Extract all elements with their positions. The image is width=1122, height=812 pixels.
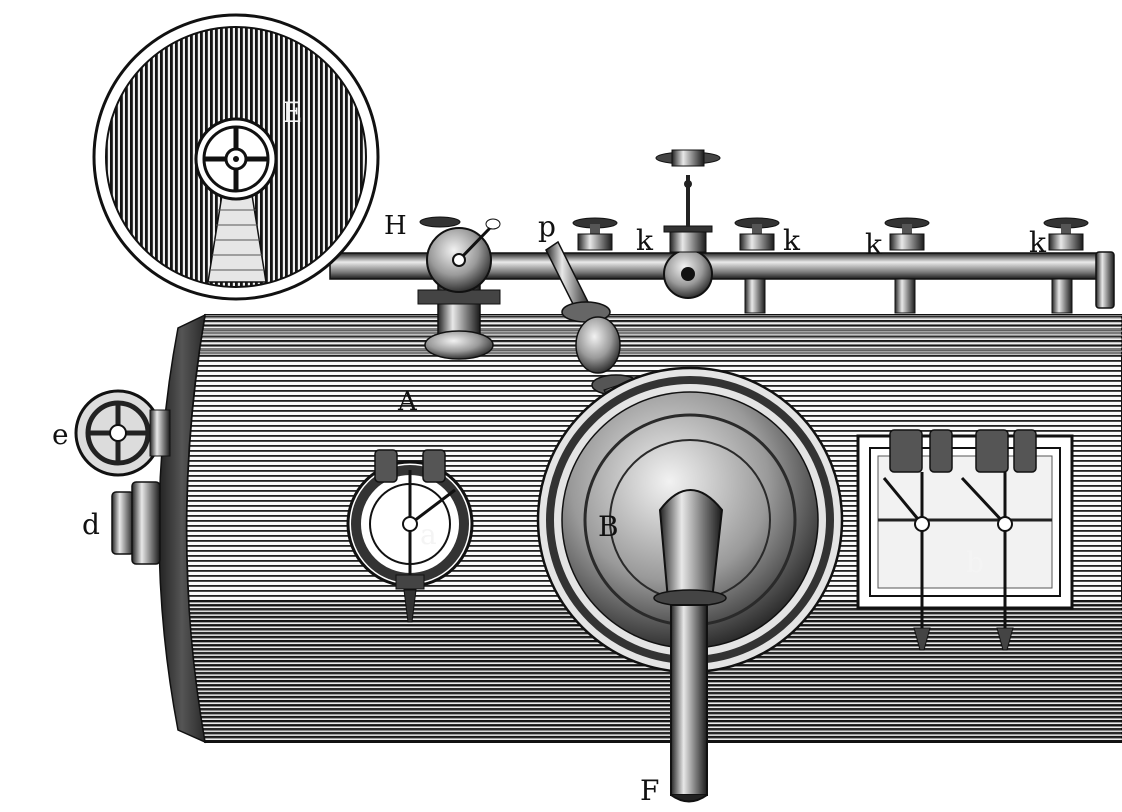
letter-labels: E H p k k k k A e d a B b F xyxy=(52,96,1047,807)
label-b-upper: B xyxy=(598,510,619,543)
small-valves xyxy=(572,217,1089,251)
fitting-d xyxy=(111,481,161,565)
label-k-1: k xyxy=(636,224,654,257)
drum-e xyxy=(92,13,380,301)
label-b-lower: b xyxy=(966,546,984,579)
dome-b xyxy=(536,366,844,674)
gauge-a xyxy=(346,449,474,623)
label-d: d xyxy=(82,508,100,541)
handwheel-e xyxy=(74,389,171,477)
label-k-3: k xyxy=(865,228,883,261)
label-f: F xyxy=(640,774,659,807)
outlet-pipe-f xyxy=(670,604,708,803)
valve-h xyxy=(417,216,501,360)
label-p: p xyxy=(538,210,556,243)
label-e-lower: e xyxy=(52,418,69,451)
label-k-4: k xyxy=(1029,226,1047,259)
stop-valve-k xyxy=(655,149,721,299)
label-h: H xyxy=(384,211,407,241)
label-e-upper: E xyxy=(282,96,302,129)
label-a-lower: a xyxy=(420,518,437,551)
label-a-upper: A xyxy=(397,387,418,417)
label-k-2: k xyxy=(783,224,801,257)
gauge-panel-b xyxy=(856,429,1074,651)
